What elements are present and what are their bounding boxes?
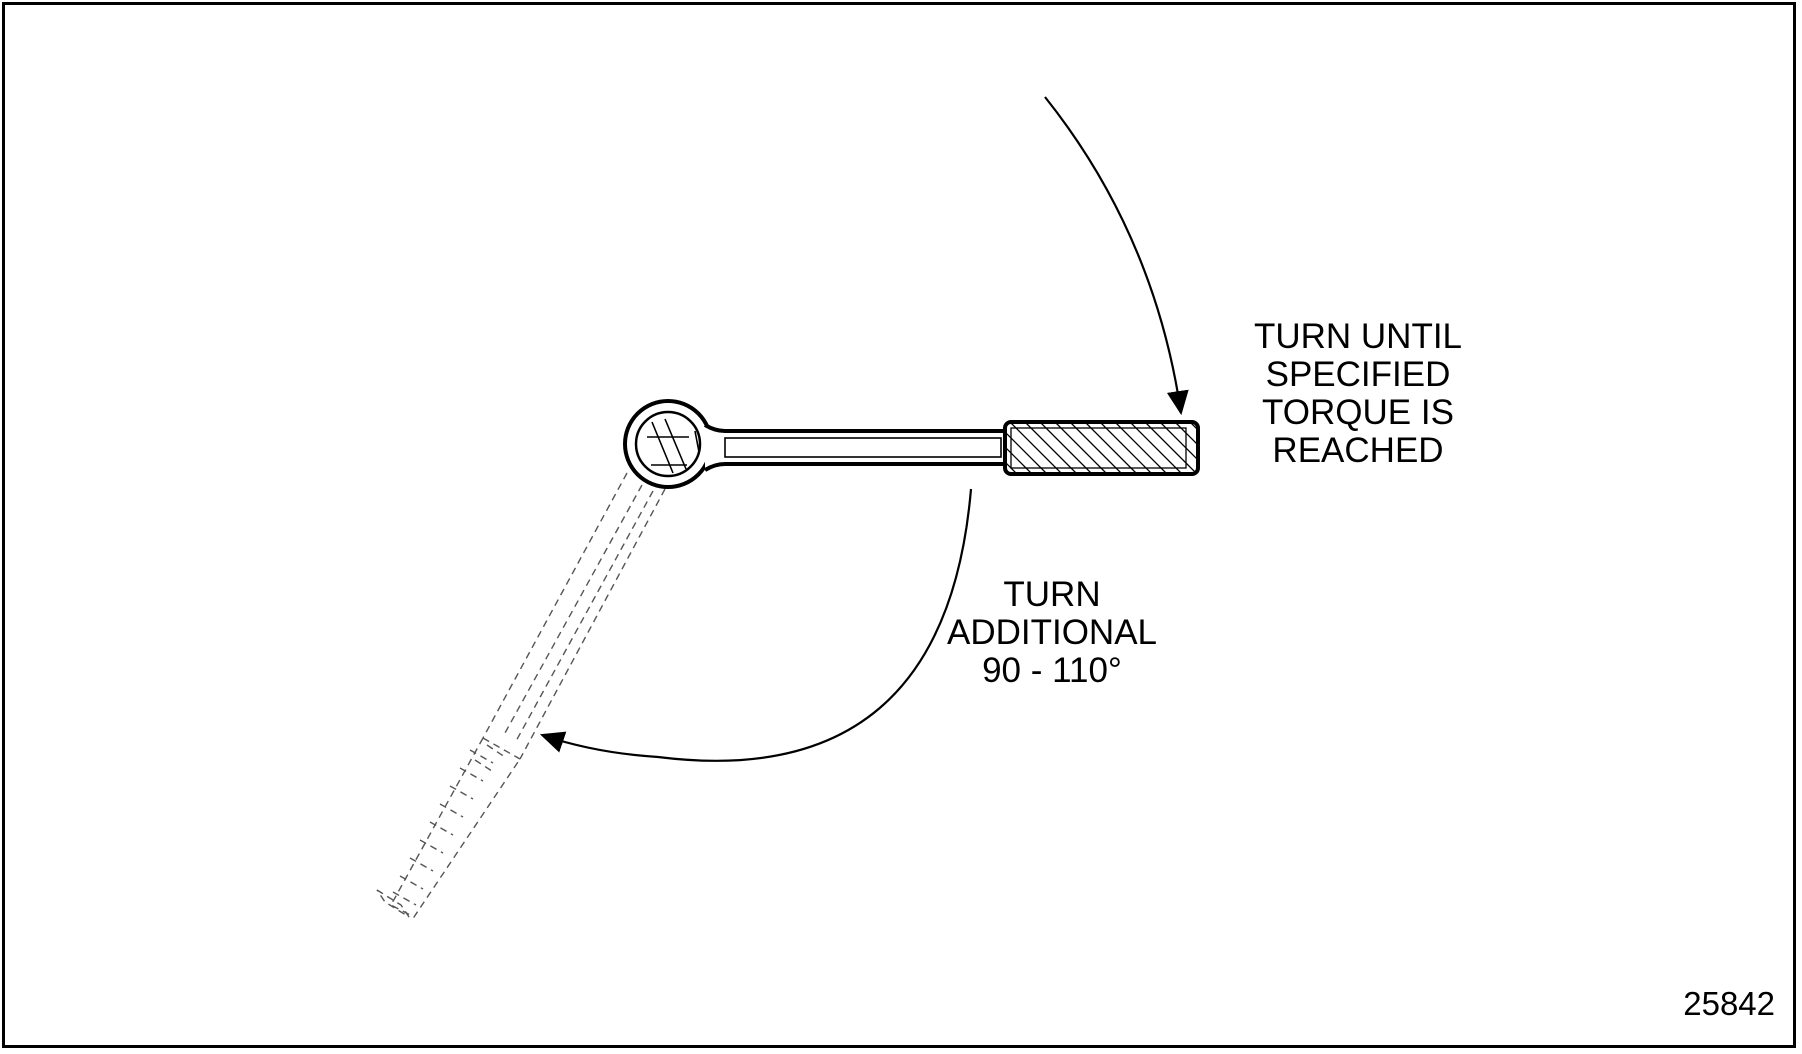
turn-until-torque-label: TURN UNTIL SPECIFIED TORQUE IS REACHED (1253, 317, 1463, 470)
wrench-initial-position (623, 399, 1200, 489)
grip-hatching (1005, 422, 1198, 474)
figure-number: 25842 (1683, 985, 1775, 1022)
torque-arrow (1044, 96, 1189, 416)
torque-wrench-illustration (376, 96, 1200, 918)
wrench-final-position (376, 472, 666, 918)
ratchet-detail (647, 418, 700, 474)
turn-additional-label: TURN ADDITIONAL 90 - 110° (946, 575, 1158, 690)
additional-rotation-arrow (539, 488, 973, 762)
